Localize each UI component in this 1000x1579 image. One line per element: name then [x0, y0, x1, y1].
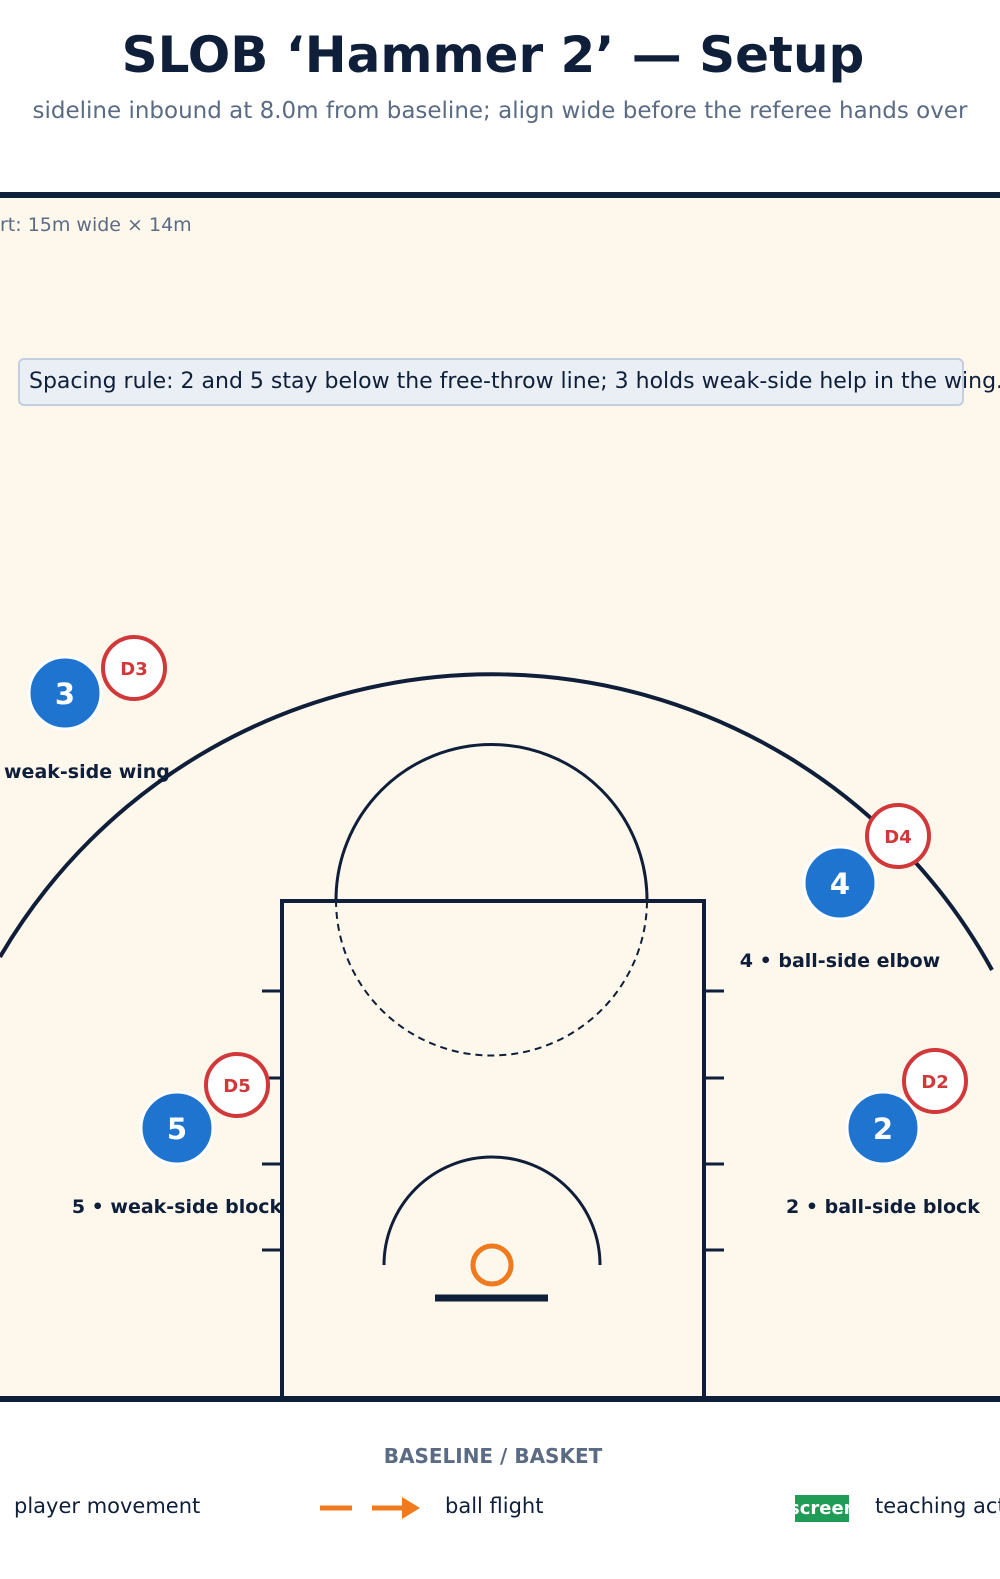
defender-label: D5 — [223, 1076, 250, 1097]
legend-teaching-act: teaching act — [875, 1494, 1000, 1518]
player-3-position-label: weak-side wing — [4, 761, 170, 783]
legend-player-movement: player movement — [14, 1494, 201, 1518]
free-throw-circle-top — [334, 743, 649, 901]
player-2-position-label: 2 • ball-side block — [786, 1196, 980, 1218]
restricted-area-arc — [382, 1155, 602, 1266]
player-2[interactable]: 2 — [845, 1090, 921, 1166]
player-4[interactable]: 4 — [802, 845, 878, 921]
court-dimensions-note: rt: 15m wide × 14m — [0, 214, 192, 236]
defender-d2[interactable]: D2 — [902, 1048, 968, 1114]
baseline-label: BASELINE / BASKET — [383, 1444, 603, 1468]
legend-screen-chip: screen — [795, 1495, 849, 1522]
player-3[interactable]: 3 — [27, 655, 103, 731]
defender-d3[interactable]: D3 — [101, 635, 167, 701]
legend-ball-flight: ball flight — [445, 1494, 544, 1518]
defender-label: D4 — [884, 827, 911, 848]
player-5-position-label: 5 • weak-side block — [72, 1196, 283, 1218]
player-number: 2 — [873, 1112, 893, 1146]
page-subtitle: sideline inbound at 8.0m from baseline; … — [32, 98, 968, 124]
spacing-rule-callout: Spacing rule: 2 and 5 stay below the fre… — [18, 358, 1000, 406]
player-5[interactable]: 5 — [139, 1090, 215, 1166]
key-lane — [280, 899, 706, 1399]
ball-flight-arrow-icon — [372, 1497, 420, 1519]
rim — [470, 1243, 514, 1287]
player-number: 5 — [167, 1112, 187, 1146]
defender-d4[interactable]: D4 — [865, 803, 931, 869]
player-number: 4 — [830, 867, 850, 901]
defender-d5[interactable]: D5 — [204, 1052, 270, 1118]
free-throw-circle-bottom — [335, 899, 648, 1057]
defender-label: D3 — [120, 659, 147, 680]
player-number: 3 — [55, 677, 75, 711]
page-title: SLOB ‘Hammer 2’ — Setup — [121, 26, 865, 84]
defender-label: D2 — [921, 1072, 948, 1093]
player-4-position-label: 4 • ball-side elbow — [740, 950, 940, 972]
